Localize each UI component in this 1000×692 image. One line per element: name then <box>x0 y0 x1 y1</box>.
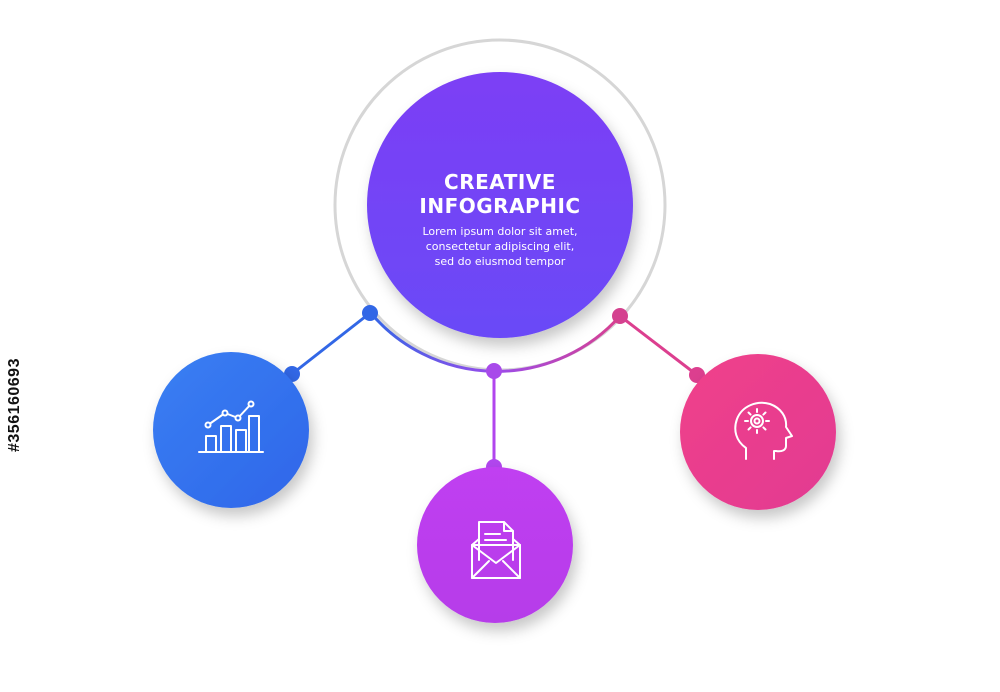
connector-left <box>291 311 371 376</box>
node-right <box>680 354 836 510</box>
title-line-2: INFOGRAPHIC <box>419 194 581 218</box>
document-envelope-icon <box>471 521 521 579</box>
body-line-1: Lorem ipsum dolor sit amet, <box>422 225 578 238</box>
connector-right <box>619 314 698 377</box>
connector-left-dot-top <box>362 305 378 321</box>
center-title: CREATIVE INFOGRAPHIC <box>370 170 630 218</box>
head-gear-icon <box>734 401 793 460</box>
connector-bottom-dot-top <box>486 363 502 379</box>
connector-right-dot-top <box>612 308 628 324</box>
title-line-1: CREATIVE <box>444 170 556 194</box>
center-circle <box>367 72 633 338</box>
body-line-3: sed do eiusmod tempor <box>434 255 566 268</box>
body-line-2: consectetur adipiscing elit, <box>425 240 575 253</box>
center-body: Lorem ipsum dolor sit amet, consectetur … <box>370 224 630 269</box>
gear-teeth <box>744 408 770 434</box>
stock-id-watermark: #356160693 <box>6 358 23 452</box>
node-bottom <box>417 467 573 623</box>
bar-chart-icon <box>198 400 264 453</box>
node-left <box>153 352 309 508</box>
